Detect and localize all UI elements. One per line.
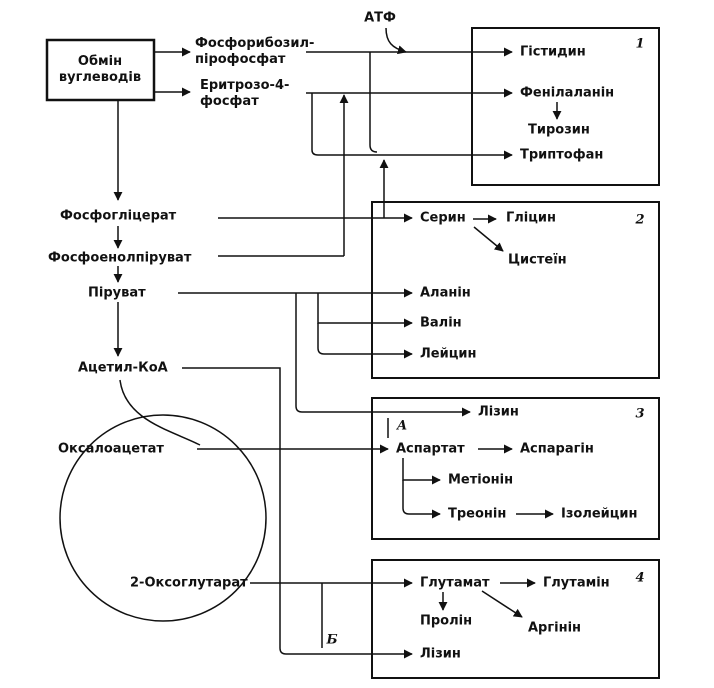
tyrosine-label: Тирозин xyxy=(528,122,590,138)
group-1-box xyxy=(471,27,660,186)
acetyl-coa-label: Ацетил-КоА xyxy=(78,360,168,376)
pep-label: Фосфоенолпіруват xyxy=(48,250,192,266)
prpp-label: Фосфорибозил- пірофосфат xyxy=(195,36,315,67)
glutamine-label: Глутамін xyxy=(543,575,610,591)
arrow-atp-in xyxy=(385,27,407,55)
serine-label: Серин xyxy=(420,210,466,226)
glutamate-label: Глутамат xyxy=(420,575,490,591)
arrow-pyruvate-valine xyxy=(317,293,413,328)
threonine-label: Треонін xyxy=(448,506,507,522)
histidine-label: Гістидин xyxy=(520,44,586,60)
path-b-label: Б xyxy=(326,632,338,648)
atp-label: АТФ xyxy=(364,10,396,26)
arrow-pyruvate-leucine xyxy=(317,323,413,359)
isoleucine-label: Ізолейцин xyxy=(561,506,638,522)
source-box xyxy=(45,38,156,102)
asparagine-label: Аспарагін xyxy=(520,441,594,457)
lysine-4-label: Лізин xyxy=(420,646,461,662)
methionine-label: Метіонін xyxy=(448,472,514,488)
group-4-box xyxy=(371,559,660,679)
arrow-pyruvate-lysine xyxy=(295,293,471,417)
aspartate-label: Аспартат xyxy=(396,441,465,457)
arrow-acetylcoa-lysine xyxy=(182,367,413,659)
e4p-branch-trp xyxy=(311,93,319,156)
lysine-3-label: Лізин xyxy=(478,404,519,420)
prpp-branch-trp xyxy=(369,52,378,153)
group-4-number: 4 xyxy=(635,570,645,586)
glycine-label: Гліцин xyxy=(506,210,556,226)
leucine-label: Лейцин xyxy=(420,346,477,362)
tryptophan-label: Триптофан xyxy=(520,147,604,163)
group-2-number: 2 xyxy=(635,212,645,228)
arrow-ser-cys xyxy=(473,226,504,252)
path-a-label: А xyxy=(396,418,408,434)
source-title: Обмін вуглеводів xyxy=(58,54,142,85)
acetyl-coa-entry-arc xyxy=(119,379,201,446)
group-1-number: 1 xyxy=(635,36,645,52)
group-2-box xyxy=(371,201,660,379)
arrow-asp-met xyxy=(402,458,441,485)
arrow-glu-arg xyxy=(481,590,523,618)
phosphoglycerate-label: Фосфогліцерат xyxy=(60,208,177,224)
oxoglutarate-label: 2-Оксоглутарат xyxy=(130,575,248,591)
arginine-label: Аргінін xyxy=(528,620,582,636)
group-3-number: 3 xyxy=(635,406,645,422)
proline-label: Пролін xyxy=(420,613,473,629)
pyruvate-label: Піруват xyxy=(88,285,146,301)
valine-label: Валін xyxy=(420,315,462,331)
cysteine-label: Цистеїн xyxy=(508,252,567,268)
e4p-label: Еритрозо-4- фосфат xyxy=(200,78,290,109)
alanine-label: Аланін xyxy=(420,285,471,301)
group-3-box xyxy=(371,397,660,540)
phenylalanine-label: Фенілаланін xyxy=(520,85,615,101)
krebs-cycle-circle xyxy=(59,414,267,622)
arrow-asp-thr xyxy=(402,480,441,519)
oxaloacetate-label: Оксалоацетат xyxy=(58,441,164,457)
